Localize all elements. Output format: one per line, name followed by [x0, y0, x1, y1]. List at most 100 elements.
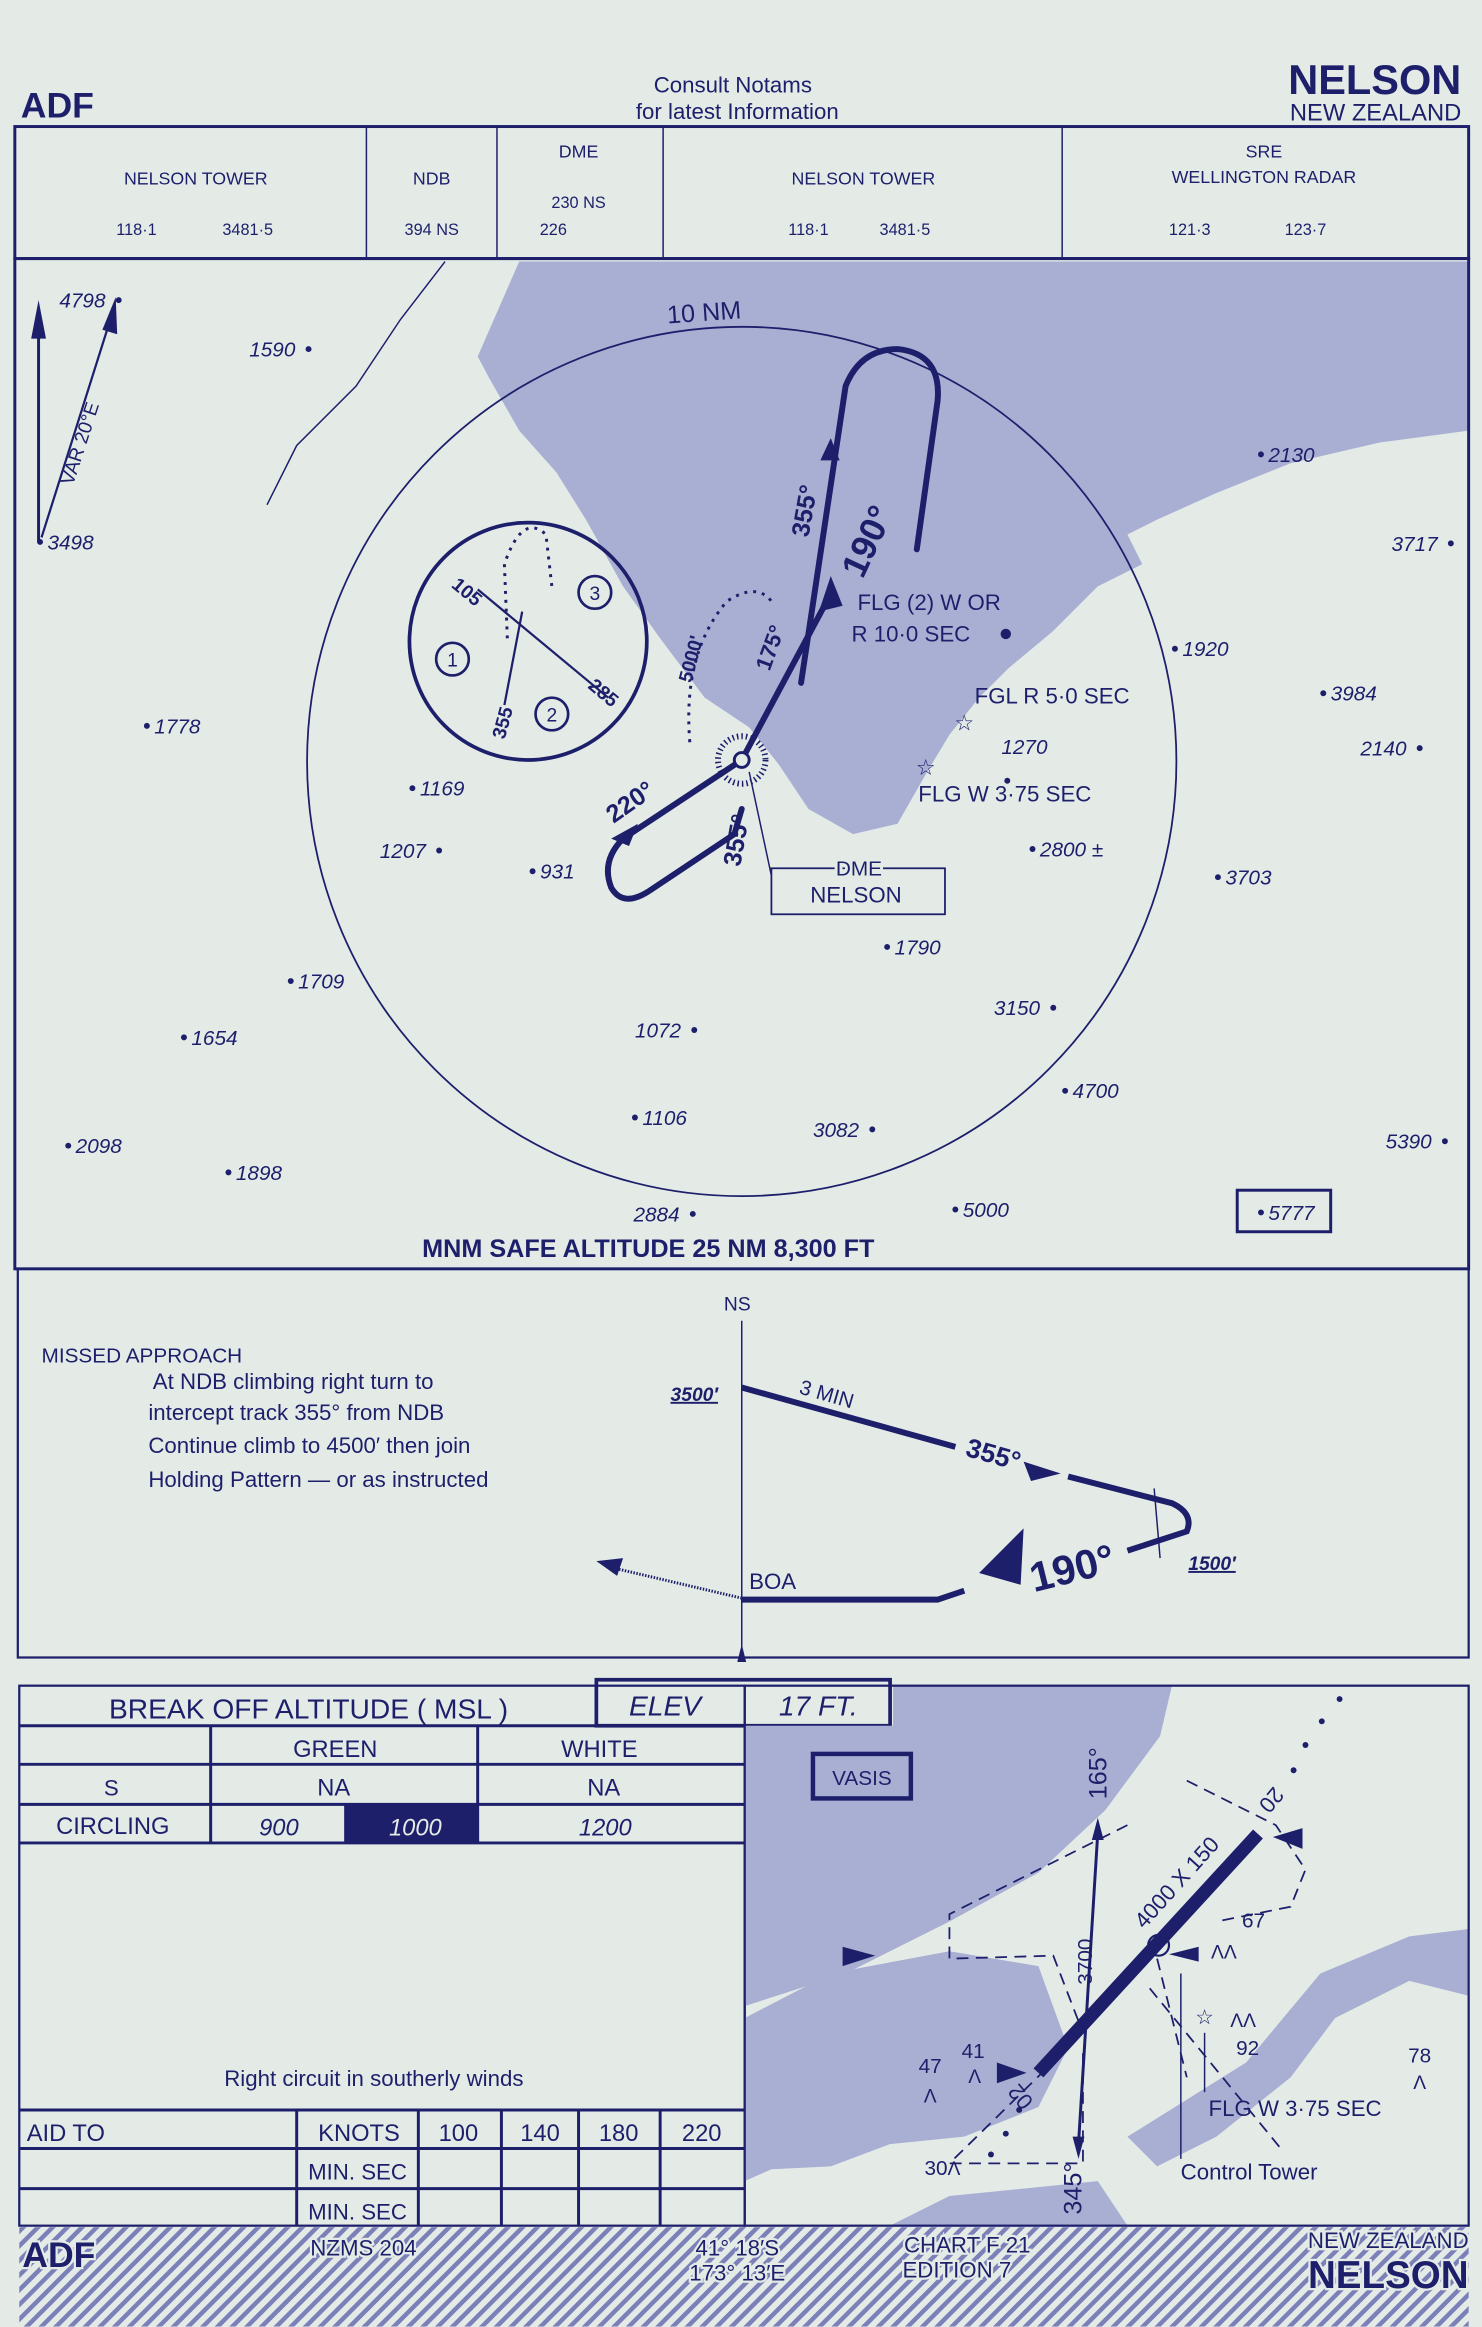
svg-text:ΛΛ: ΛΛ	[1211, 1943, 1237, 1964]
spot-height: 1709	[298, 970, 345, 993]
light-label: FLG W 3·75 SEC	[918, 782, 1091, 807]
variation-label: VAR 20°E	[58, 400, 104, 488]
profile-facility: NS	[724, 1294, 751, 1315]
notice-line1: Consult Notams	[654, 72, 812, 97]
dme-channel: 230 NS	[551, 194, 605, 212]
elevation-label: ELEV	[629, 1689, 703, 1721]
profile-altitude: 3500′	[671, 1385, 720, 1406]
wind-indicator-icon	[1147, 1933, 1171, 1957]
star-icon: ☆	[1195, 2006, 1214, 2029]
missed-approach-text: Continue climb to 4500′ then join	[148, 1433, 470, 1458]
spot-height: 1790	[895, 936, 942, 959]
spot-height: 3703	[1225, 867, 1272, 890]
coastline	[266, 261, 446, 506]
speed-value: 180	[599, 2121, 639, 2147]
radar-label: WELLINGTON RADAR	[1172, 167, 1357, 187]
spot-height: 4798	[59, 290, 106, 313]
vasis-label: VASIS	[832, 1767, 892, 1790]
spot-height: 3498	[47, 531, 94, 554]
latitude: 41° 18′S	[695, 2235, 779, 2260]
radar-freq: 121·3	[1169, 221, 1211, 239]
spot-height-dot	[1029, 846, 1036, 852]
ndb-icon	[715, 733, 769, 787]
hold-bearing: 355	[489, 704, 518, 741]
heading-label: 345°	[1059, 2163, 1087, 2215]
min-sec-label: MIN. SEC	[308, 2200, 407, 2225]
row-label: S	[104, 1775, 119, 1800]
spot-height: 2130	[1267, 444, 1315, 467]
tower-freq: 118·1	[116, 221, 156, 239]
range-ring-10nm	[306, 325, 1178, 1198]
tower-freq: 3481·5	[880, 221, 931, 239]
spot-height-dot	[1257, 451, 1264, 458]
elevation-value: 17 FT.	[779, 1689, 858, 1721]
aerodrome-diagram: VASIS 3700 4000 X 150 165° 345° 02 20 67…	[743, 1684, 1470, 2227]
spot-height-dot	[287, 978, 294, 984]
longitude: 173° 13′E	[689, 2261, 785, 2286]
edition: EDITION 7	[902, 2258, 1011, 2283]
spot-height: 1898	[236, 1162, 283, 1185]
tower-label: NELSON TOWER	[792, 168, 936, 188]
speed-value: 140	[520, 2121, 560, 2147]
spot-height-dot	[1171, 645, 1178, 652]
dme-freq: 226	[540, 221, 567, 239]
spot-height-dot	[143, 722, 150, 729]
svg-text:Λ: Λ	[924, 2087, 937, 2108]
spot-height: 5000	[963, 1199, 1010, 1222]
footer-procedure: ADF	[22, 2235, 95, 2275]
spot-height: 931	[540, 861, 575, 884]
spot-height: 3984	[1331, 683, 1377, 706]
spot-height: 5390	[1386, 1131, 1433, 1154]
ndb-freq: 394 NS	[405, 221, 459, 239]
spot-heights: 4798159034982130371719203984214017781169…	[37, 290, 1454, 1226]
spot-height-dot	[631, 1114, 638, 1121]
control-tower-label: Control Tower	[1181, 2160, 1318, 2185]
spot-height: 1270	[1001, 736, 1048, 759]
obstacle-height: 30	[925, 2157, 948, 2180]
ndb-label: NDB	[413, 168, 451, 188]
spot-height: 3150	[994, 997, 1041, 1020]
heading-label: 165°	[1085, 1747, 1113, 1799]
missed-approach-text: At NDB climbing right turn to	[153, 1369, 434, 1394]
spot-height-dot	[180, 1034, 187, 1041]
procedure-track	[605, 346, 941, 902]
spot-height-dot	[689, 1210, 696, 1217]
spot-height: 2098	[75, 1135, 123, 1158]
spot-height: 4700	[1073, 1080, 1120, 1103]
runway	[1033, 1829, 1263, 2078]
spot-height: 1207	[380, 840, 428, 863]
break-off-altitude-table: BREAK OFF ALTITUDE ( MSL ) ELEV 17 FT. G…	[18, 1677, 892, 2227]
spot-height-dot	[1447, 540, 1454, 547]
spot-height-boxed: 5777	[1268, 1202, 1316, 1225]
dme-label: DME	[836, 858, 882, 881]
tower-freq: 3481·5	[222, 221, 273, 239]
column-header: WHITE	[561, 1737, 637, 1763]
spot-height-dot	[884, 943, 891, 950]
spot-height-dot	[225, 1169, 232, 1176]
tower-freq: 118·1	[788, 221, 828, 239]
light-label: FGL R 5·0 SEC	[975, 684, 1130, 709]
spot-height: 2884	[632, 1203, 679, 1226]
footer-country: NEW ZEALAND	[1308, 2228, 1469, 2253]
plan-view: 10 NM VAR 20°E 105 285 355 1 2 3	[13, 257, 1471, 1271]
cell-value: NA	[587, 1775, 620, 1801]
notice-line2: for latest Information	[636, 99, 839, 124]
obstacle-height: 78	[1408, 2044, 1431, 2067]
spot-height-dot	[1416, 745, 1423, 752]
spot-height-dot	[1050, 1004, 1057, 1011]
cell-value-highlighted: 1000	[389, 1816, 442, 1842]
minimum-safe-altitude: MNM SAFE ALTITUDE 25 NM 8,300 FT	[422, 1235, 875, 1263]
svg-text:ΛΛ: ΛΛ	[1230, 2011, 1256, 2032]
spot-height: 3717	[1392, 533, 1440, 556]
spot-height-dot	[869, 1126, 876, 1133]
chart-number: CHART F 21	[904, 2232, 1031, 2257]
spot-height: 1778	[154, 715, 201, 738]
cell-value: 1200	[579, 1816, 632, 1842]
spot-height-dot	[115, 297, 122, 304]
obstacle-height: 67	[1242, 1909, 1265, 1932]
boa-title: BREAK OFF ALTITUDE ( MSL )	[109, 1692, 508, 1724]
map-reference: NZMS 204	[310, 2235, 416, 2260]
svg-text:Λ: Λ	[1413, 2073, 1426, 2094]
profile-altitude: 1500′	[1188, 1554, 1237, 1575]
